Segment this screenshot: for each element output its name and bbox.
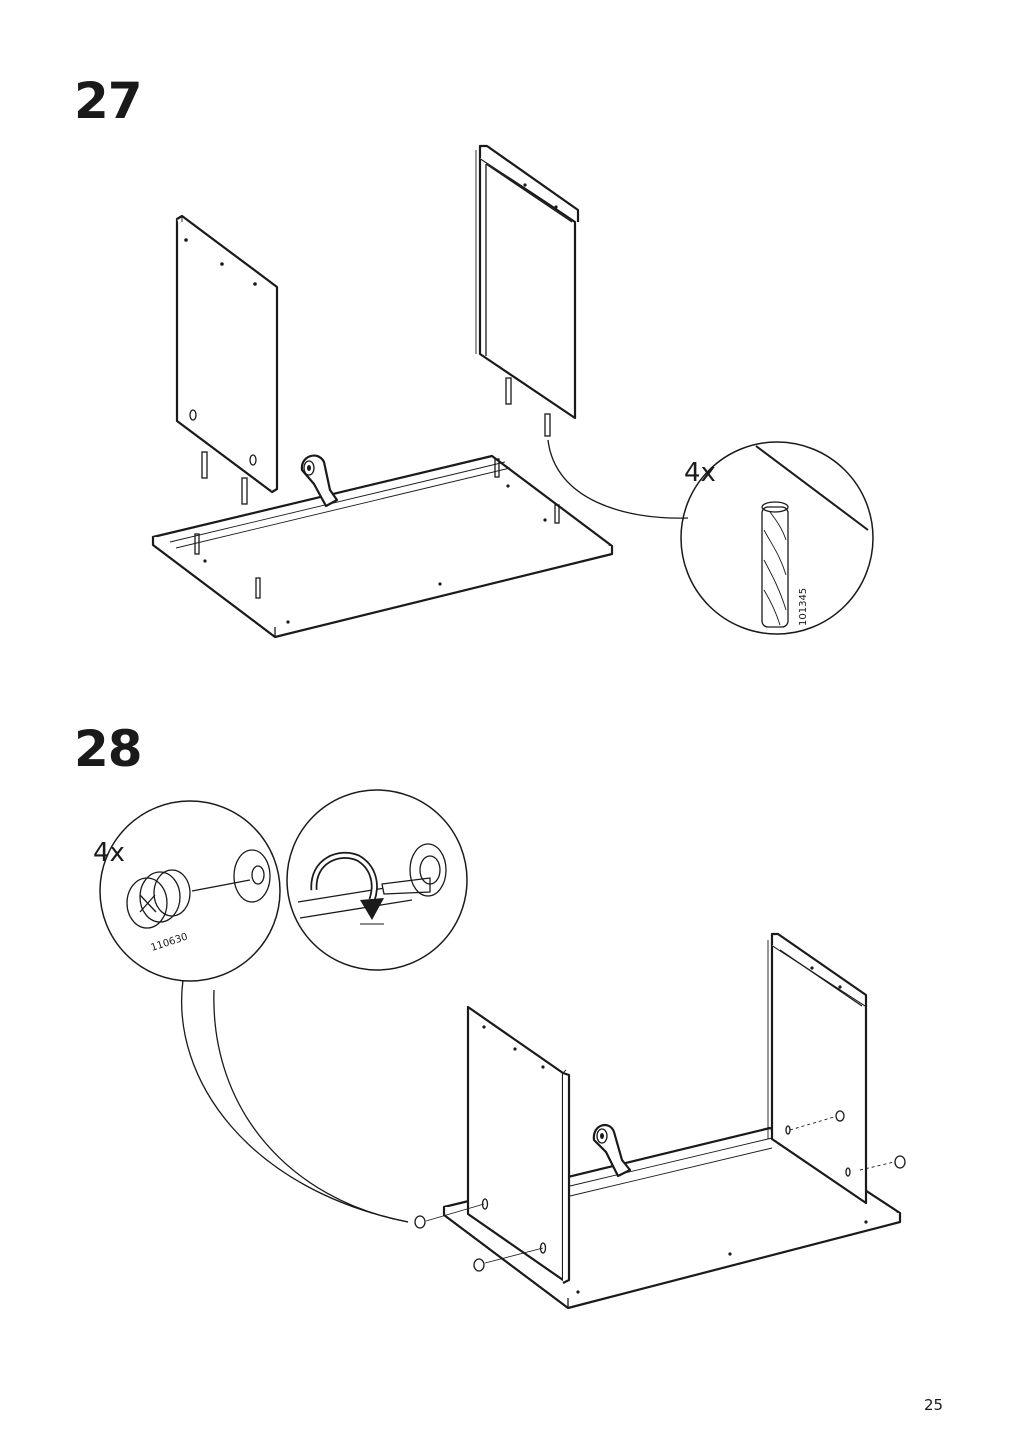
callout-line xyxy=(213,989,409,1223)
screwdriver-detail-circle xyxy=(286,789,468,971)
base-panel xyxy=(151,454,614,639)
cam-lock-part-number: 110630 xyxy=(150,932,190,954)
step-27-illustration: 4x 101345 xyxy=(151,144,874,639)
side-panel-right xyxy=(767,932,868,1205)
cam-lock-icon xyxy=(414,1110,906,1272)
dowel-icon xyxy=(761,501,789,628)
dowel-detail-circle: 4x 101345 xyxy=(680,441,874,635)
dowel-quantity: 4x xyxy=(684,458,716,488)
guide-lines xyxy=(425,1116,895,1264)
side-panel-left xyxy=(175,214,279,494)
cam-hole-icon xyxy=(233,849,271,903)
callout-line xyxy=(181,979,409,1223)
callout-line xyxy=(547,439,689,519)
page-number: 25 xyxy=(924,1396,944,1414)
dowel-icon xyxy=(201,451,248,505)
cam-hole-icon xyxy=(409,843,447,897)
side-panel-right xyxy=(475,144,580,437)
side-panel-left xyxy=(466,1005,571,1284)
bracket-icon xyxy=(592,1123,632,1178)
cam-lock-detail-circle: 4x 110630 xyxy=(93,800,281,982)
dowel-part-number: 101345 xyxy=(798,588,809,626)
cam-lock-quantity: 4x xyxy=(93,838,125,868)
step-number-28: 28 xyxy=(74,720,143,778)
cam-lock-icon xyxy=(126,869,251,929)
step-28-illustration: 4x 110630 xyxy=(93,789,906,1310)
step-number-27: 27 xyxy=(74,72,143,130)
bracket-icon xyxy=(300,454,339,508)
rotate-arrow-icon xyxy=(310,851,384,920)
screwdriver-icon xyxy=(381,877,431,895)
